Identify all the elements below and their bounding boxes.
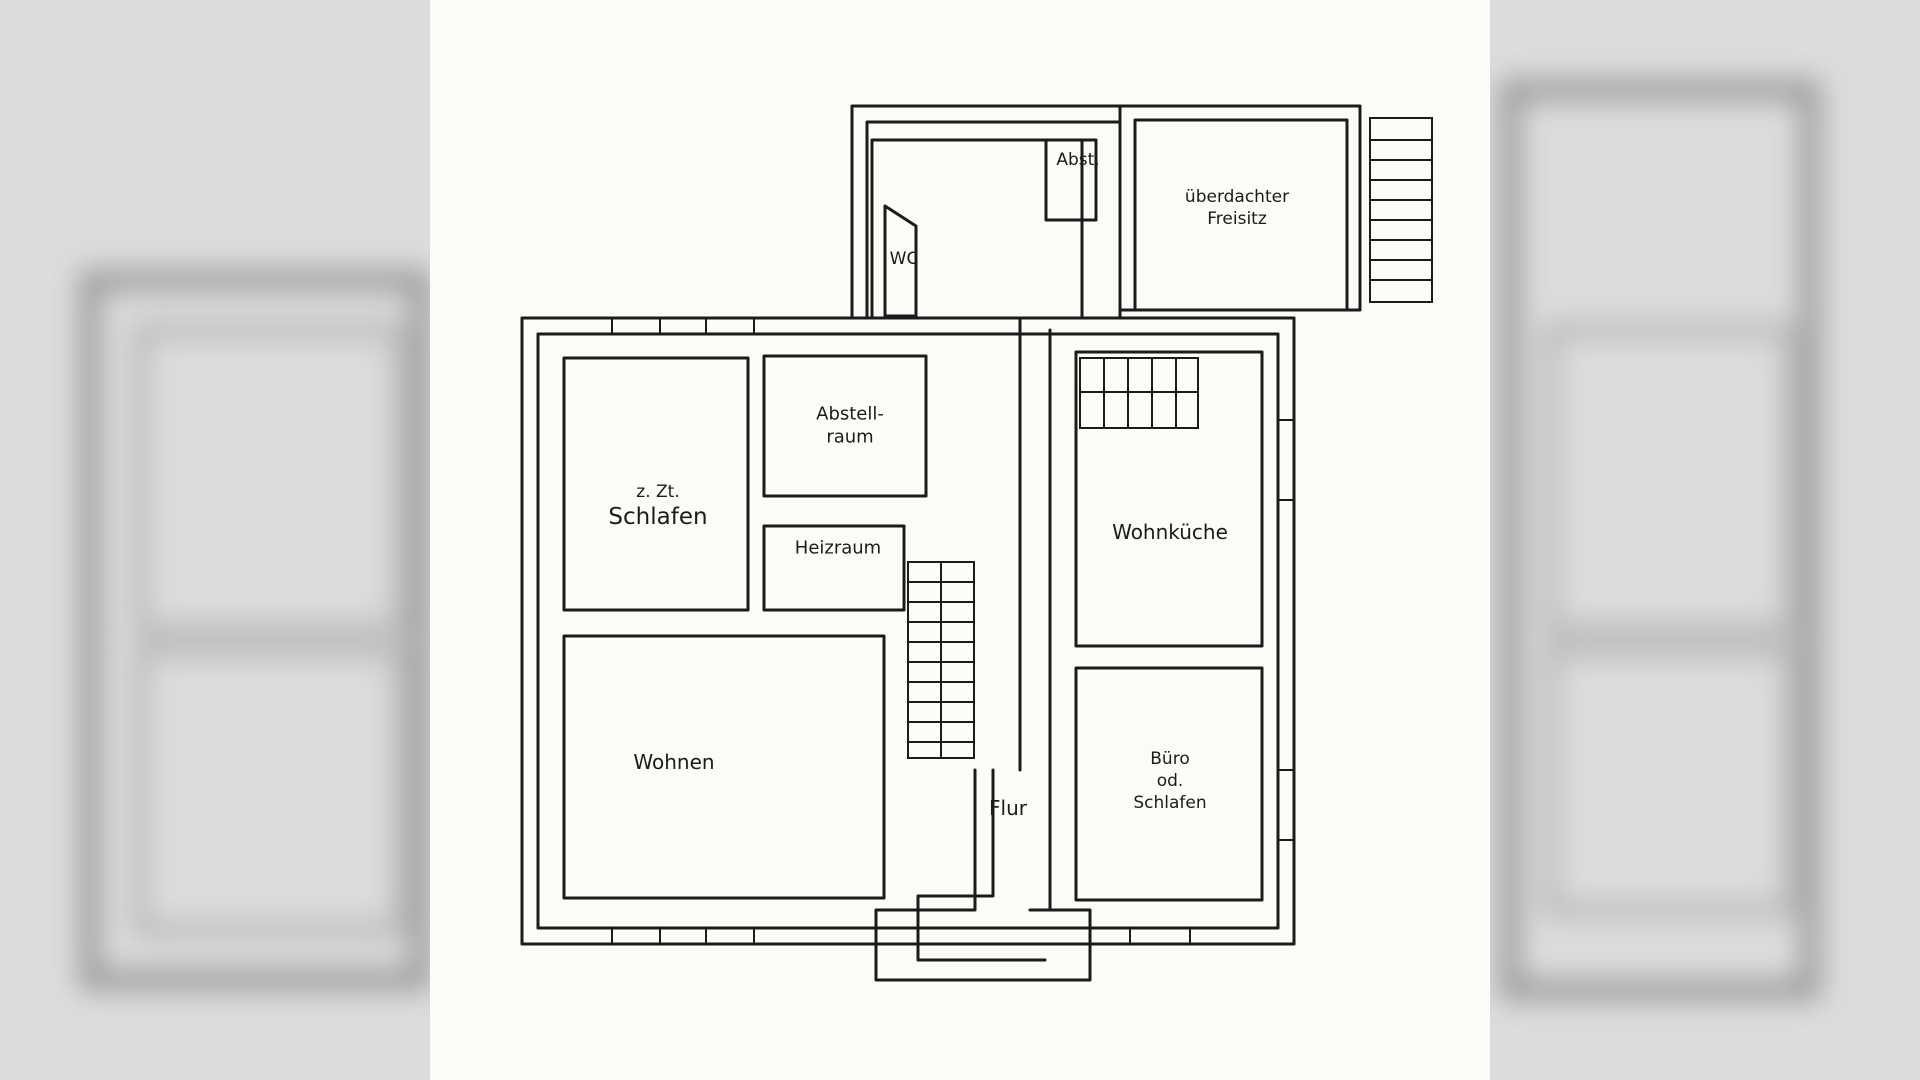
windows bbox=[611, 317, 1295, 945]
room-label-heizraum: Heizraum bbox=[794, 537, 882, 559]
floorplan-sheet: WC Abst. überdachter Freisitz z. Zt. Sch… bbox=[430, 0, 1490, 1080]
room-label-flur: Flur bbox=[989, 796, 1027, 820]
exterior-walls bbox=[520, 104, 1362, 946]
floorplan-drawing bbox=[520, 104, 1433, 982]
room-label-freisitz: überdachter Freisitz bbox=[1184, 186, 1290, 229]
blurred-background-right bbox=[1490, 0, 1920, 1080]
room-label-abstellkammer: Abst. bbox=[1056, 149, 1100, 170]
room-label-wohnkueche: Wohnküche bbox=[1112, 520, 1228, 544]
room-label-wc: WC bbox=[889, 248, 919, 269]
room-label-schlafen-zzt-line2: Schlafen bbox=[608, 504, 708, 531]
room-label-buero: Büro od. Schlafen bbox=[1133, 748, 1207, 814]
corridor-and-entrance bbox=[874, 316, 1092, 982]
blurred-background-left bbox=[0, 0, 430, 1080]
room-label-schlafen-zzt-line1: z. Zt. bbox=[636, 481, 680, 502]
interior-stairs bbox=[907, 357, 1199, 759]
room-label-wohnen: Wohnen bbox=[633, 750, 715, 774]
stairs-outside-right bbox=[1369, 117, 1433, 303]
room-label-abstellraum: Abstell- raum bbox=[816, 403, 884, 448]
room-walls bbox=[562, 138, 1264, 902]
